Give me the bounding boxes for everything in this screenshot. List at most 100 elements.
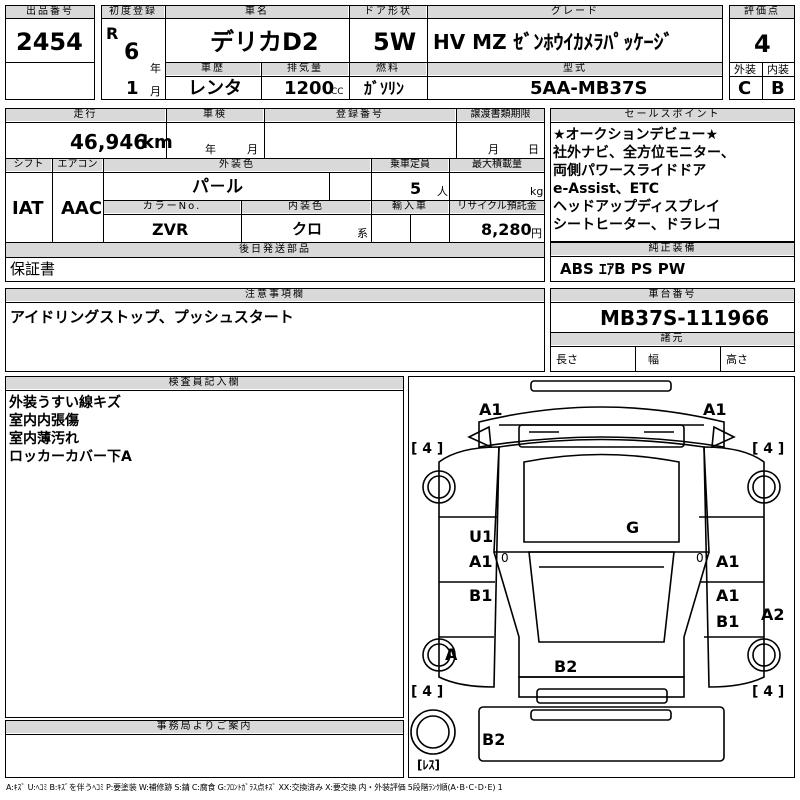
grade-value: HV MZ ｾﾞﾝﾎｳｲｶﾒﾗﾊﾟｯｹｰｼﾞ xyxy=(433,30,674,54)
damage-mark: B2 xyxy=(482,730,506,749)
inspector-label: 検査員記入欄 xyxy=(6,377,403,389)
damage-mark: A1 xyxy=(469,552,493,571)
import-label: 輸入車 xyxy=(372,201,448,213)
sales-point-line: 両側パワースライドドア xyxy=(553,163,707,179)
chassis-value: MB37S-111966 xyxy=(600,306,770,330)
damage-mark: A xyxy=(445,645,458,664)
sales-point-line: ★オークションデビュー★ xyxy=(553,127,719,143)
first-reg-month: 1 xyxy=(126,78,139,99)
capacity-value: 5 xyxy=(410,179,422,198)
damage-mark: B1 xyxy=(469,586,493,605)
zero-mark: 0 xyxy=(501,551,509,565)
interior-color-label: 内装色 xyxy=(242,201,370,213)
mileage-unit: km xyxy=(142,132,173,153)
chassis-box xyxy=(550,288,795,372)
door-label: ドア形状 xyxy=(350,6,426,18)
later-parts-label: 後日発送部品 xyxy=(6,243,544,257)
lot-box xyxy=(5,5,95,100)
reg-no-label: 登録番号 xyxy=(265,109,455,121)
model-label: 型式 xyxy=(428,63,722,75)
fuel-value: ｶﾞｿﾘﾝ xyxy=(364,79,405,98)
inspector-line: ロッカーカバー下A xyxy=(9,449,132,465)
displacement-value: 1200 xyxy=(284,78,335,99)
score-label: 評価点 xyxy=(730,6,794,18)
car-name-label: 車名 xyxy=(166,6,348,18)
shift-label: シフト xyxy=(6,159,51,171)
recycle-unit: 円 xyxy=(531,227,542,240)
displacement-unit: CC xyxy=(331,87,344,97)
door-value: 5W xyxy=(373,28,417,56)
notes-value: アイドリングストップ、プッシュスタート xyxy=(10,308,294,326)
tire-tread-right-front: [ 4 ] xyxy=(752,441,785,457)
office-label: 事務局よりご案内 xyxy=(6,721,403,733)
car-diagram: A1 A1 U1 A1 G A1 B1 A1 B1 A2 A B2 B2 0 0… xyxy=(408,376,795,778)
tire-tread-right-rear: [ 4 ] xyxy=(752,684,785,700)
capacity-label: 乗車定員 xyxy=(372,159,448,171)
genuine-box xyxy=(550,242,795,282)
car-outline-svg xyxy=(410,380,781,762)
displacement-label: 排気量 xyxy=(262,63,348,75)
notes-label: 注意事項欄 xyxy=(6,289,544,301)
first-reg-year-unit: 年 xyxy=(150,62,161,75)
transfer-label: 譲渡書類期限 xyxy=(457,109,544,121)
recycle-value: 8,280 xyxy=(481,220,532,239)
max-load-unit: kg xyxy=(530,185,544,198)
first-reg-year: 6 xyxy=(124,40,140,65)
fuel-label: 燃料 xyxy=(350,63,426,75)
lot-label: 出品番号 xyxy=(6,6,94,18)
genuine-value: ABS ｴｱB PS PW xyxy=(560,260,686,278)
damage-mark: A1 xyxy=(703,400,727,419)
color-no-value: ZVR xyxy=(152,220,189,239)
score-value: 4 xyxy=(754,30,771,58)
grade-label: グレード xyxy=(428,6,722,18)
damage-mark: A1 xyxy=(716,552,740,571)
score-int-value: B xyxy=(771,78,785,99)
exterior-color-label: 外装色 xyxy=(104,159,370,171)
specs-length: 長さ xyxy=(556,353,578,366)
aircon-label: エアコン xyxy=(53,159,102,171)
damage-mark: G xyxy=(626,518,640,537)
notes-box xyxy=(5,288,545,372)
damage-mark: U1 xyxy=(469,527,494,546)
zero-mark: 0 xyxy=(696,551,704,565)
exterior-color-value: パ－ル xyxy=(192,177,243,197)
shift-value: IAT xyxy=(12,198,44,219)
tire-tread-left-front: [ 4 ] xyxy=(411,441,444,457)
damage-mark: A1 xyxy=(716,586,740,605)
score-ext-value: C xyxy=(738,78,752,99)
inspector-line: 室内内張傷 xyxy=(9,413,79,429)
model-value: 5AA-MB37S xyxy=(530,78,648,99)
chassis-label: 車台番号 xyxy=(551,289,794,301)
sales-point-label: セールスポイント xyxy=(551,109,794,121)
damage-mark: A2 xyxy=(761,605,785,624)
main-info-box xyxy=(101,5,723,100)
transfer-day-unit: 日 xyxy=(528,143,539,156)
later-parts-value: 保証書 xyxy=(10,260,56,278)
capacity-unit: 人 xyxy=(437,185,448,198)
score-ext-label: 外装 xyxy=(734,63,756,76)
damage-mark: A1 xyxy=(479,400,503,419)
damage-mark: B2 xyxy=(554,657,578,676)
color-no-label: カラーNo. xyxy=(104,201,240,213)
history-value: レンタ xyxy=(188,78,242,99)
mileage-label: 走行 xyxy=(6,109,165,121)
office-box xyxy=(5,720,404,778)
specs-height: 高さ xyxy=(726,353,748,366)
inspector-box xyxy=(5,376,404,718)
spare-tire-label: [ﾚｽ] xyxy=(417,758,440,772)
tire-tread-left-rear: [ 4 ] xyxy=(411,684,444,700)
car-name-value: デリカD2 xyxy=(210,28,319,56)
inspection-label: 車検 xyxy=(167,109,263,121)
max-load-label: 最大積載量 xyxy=(450,159,544,171)
recycle-label: リサイクル預託金 xyxy=(450,201,544,213)
mileage-value: 46,946 xyxy=(70,130,148,154)
first-reg-month-unit: 月 xyxy=(150,85,161,98)
score-int-label: 内装 xyxy=(767,63,789,76)
sales-point-line: シートヒーター、ドラレコ xyxy=(553,217,721,233)
interior-color-unit: 系 xyxy=(357,227,368,240)
inspection-year-unit: 年 xyxy=(205,143,216,156)
genuine-label: 純正装備 xyxy=(551,243,794,255)
history-label: 車歴 xyxy=(166,63,260,75)
later-parts-box xyxy=(5,257,545,282)
inspector-line: 外装うすい線キズ xyxy=(9,395,121,411)
